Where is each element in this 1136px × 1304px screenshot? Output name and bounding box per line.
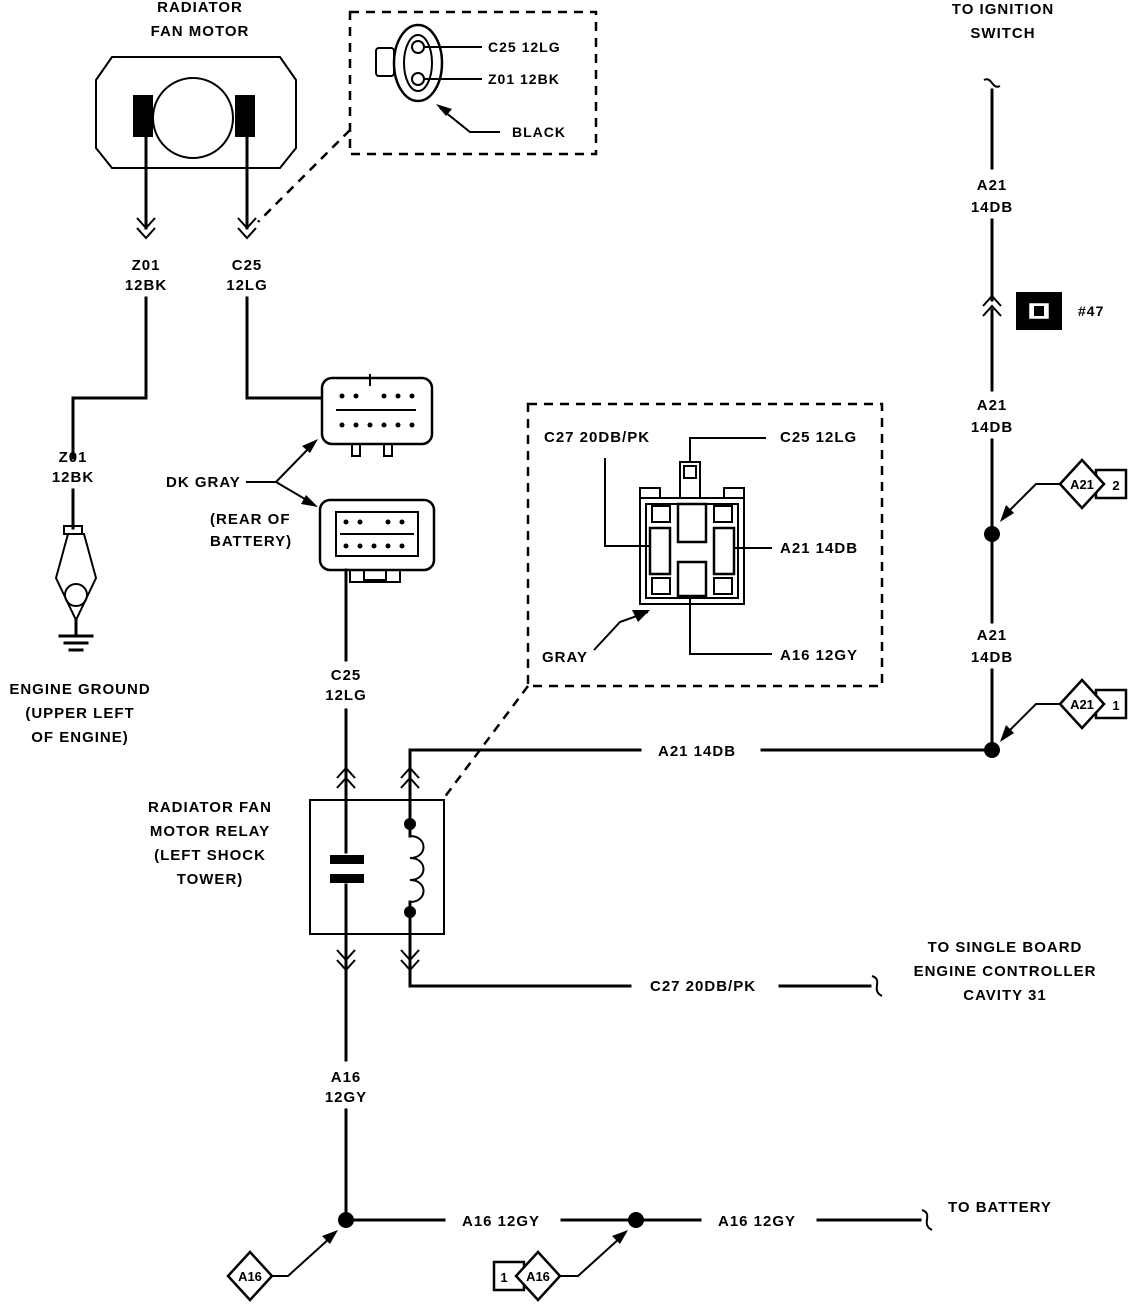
motor-connector-color: BLACK	[512, 124, 566, 140]
ref-a16-left: A16	[226, 1230, 338, 1302]
dk-gray-label: DK GRAY	[166, 474, 241, 491]
motor-pin2-label: Z01 12BK	[488, 71, 560, 87]
wire-a21-relay-label: A21 14DB	[658, 743, 736, 760]
ref-a21-2-num: 2	[1112, 478, 1119, 493]
wire-a21-mid-label-b: 14DB	[971, 419, 1013, 436]
radiator-fan-relay	[309, 798, 445, 936]
dk-gray-connector-upper	[320, 374, 434, 457]
splice-47-symbol	[1016, 292, 1062, 330]
wire-a21-top-label-b: 14DB	[971, 199, 1013, 216]
ref-a16-right-num: 1	[500, 1270, 507, 1285]
relay-pin-a16: A16 12GY	[780, 647, 858, 664]
splice-dot-a16-right	[628, 1212, 644, 1228]
motor-pin1-label: C25 12LG	[488, 39, 561, 55]
battery-label: TO BATTERY	[948, 1199, 1052, 1216]
relay-label-4: TOWER)	[177, 871, 244, 888]
relay-pin-c27: C27 20DB/PK	[544, 429, 650, 446]
ref-a21-2-code: A21	[1070, 477, 1094, 492]
ground-label-3: OF ENGINE)	[31, 729, 129, 746]
wire-z01-label-b: 12BK	[125, 277, 167, 294]
splice-dot-a21-upper	[984, 526, 1000, 542]
radiator-fan-motor: RADIATOR FAN MOTOR	[95, 0, 297, 169]
wire-a21-mid-label-a: A21	[977, 397, 1008, 414]
ref-a16-right: A16 1	[492, 1230, 628, 1302]
splice-dot-a21-lower	[984, 742, 1000, 758]
relay-label-3: (LEFT SHOCK	[154, 847, 266, 864]
ref-a16-left-code: A16	[238, 1269, 262, 1284]
ignition-label-1: TO IGNITION	[952, 1, 1054, 18]
motor-connector-detail: C25 12LG Z01 12BK BLACK	[257, 10, 598, 223]
dk-gray-connector-lower	[318, 498, 436, 583]
splice-ref-label: #47	[1078, 303, 1104, 319]
wire-a16-label-a: A16	[331, 1069, 362, 1086]
ref-a21-2: A21 2	[1000, 458, 1128, 522]
wire-c25-label-a: C25	[232, 257, 263, 274]
battery-conn-label-2: BATTERY)	[210, 533, 292, 550]
wire-a21-top-label-a: A21	[977, 177, 1008, 194]
wire-z01-ground-label-b: 12BK	[52, 469, 94, 486]
wire-z01-label-a: Z01	[132, 257, 161, 274]
controller-label-3: CAVITY 31	[963, 987, 1046, 1004]
ground-label-2: (UPPER LEFT	[25, 705, 134, 722]
ref-a21-1-code: A21	[1070, 697, 1094, 712]
relay-connector-color: GRAY	[542, 649, 588, 666]
ground-symbol	[58, 634, 94, 652]
relay-label-1: RADIATOR FAN	[148, 799, 272, 816]
relay-pin-c25: C25 12LG	[780, 429, 857, 446]
controller-label-2: ENGINE CONTROLLER	[914, 963, 1097, 980]
splice-dot-a16-left	[338, 1212, 354, 1228]
wire-a21-low-label-b: 14DB	[971, 649, 1013, 666]
ref-a21-1-num: 1	[1112, 698, 1119, 713]
fan-motor-label-2: FAN MOTOR	[151, 23, 250, 40]
relay-connector-detail: C27 20DB/PK C25 12LG A21 14DB A16 12GY G…	[443, 402, 884, 799]
battery-conn-label-1: (REAR OF	[210, 511, 291, 528]
fan-motor-label-1: RADIATOR	[157, 0, 243, 16]
wire-c25-label-b: 12LG	[226, 277, 268, 294]
relay-label-2: MOTOR RELAY	[150, 823, 270, 840]
ground-label-1: ENGINE GROUND	[9, 681, 150, 698]
wire-z01-ground-label-a: Z01	[59, 449, 88, 466]
wire-a16-h2-label: A16 12GY	[718, 1213, 796, 1230]
ref-a16-right-code: A16	[526, 1269, 550, 1284]
wire-c25-relay-label-a: C25	[331, 667, 362, 684]
wire-a16-label-b: 12GY	[325, 1089, 367, 1106]
relay-pin-a21: A21 14DB	[780, 540, 858, 557]
controller-label-1: TO SINGLE BOARD	[928, 939, 1083, 956]
wire-c27-label: C27 20DB/PK	[650, 978, 756, 995]
motor-connector-chevrons	[136, 217, 257, 240]
wire-a16-h1-label: A16 12GY	[462, 1213, 540, 1230]
ref-a21-1: A21 1	[1000, 678, 1128, 742]
ignition-label-2: SWITCH	[970, 25, 1035, 42]
ground-lug	[54, 525, 98, 638]
wire-a21-low-label-a: A21	[977, 627, 1008, 644]
wire-c25-relay-label-b: 12LG	[325, 687, 367, 704]
